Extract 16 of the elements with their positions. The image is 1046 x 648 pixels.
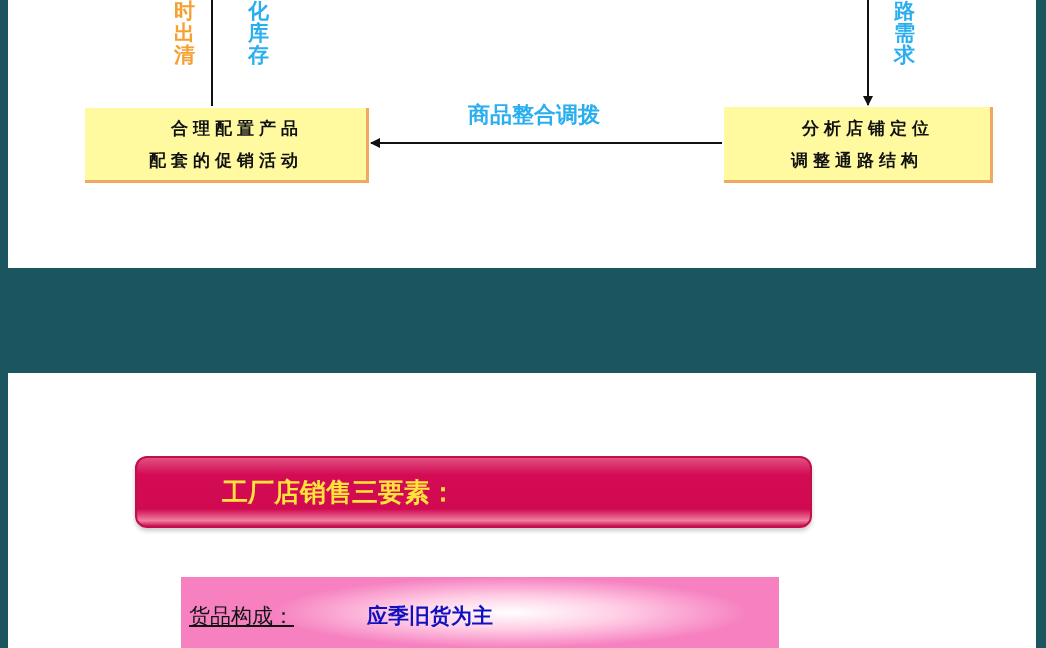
process-box xyxy=(85,108,369,183)
vertical-label: 时出清 xyxy=(174,0,196,66)
item-label: 货品构成： xyxy=(189,603,294,630)
arrow xyxy=(370,138,723,148)
heading-banner xyxy=(135,456,812,528)
connector-line xyxy=(211,0,213,107)
vertical-label: 化库存 xyxy=(248,0,270,66)
box-text: 合理配置产品配套的促销活动 xyxy=(148,117,303,172)
heading-text: 工厂店销售三要素： xyxy=(222,476,456,509)
edge-label: 商品整合调拨 xyxy=(468,101,600,129)
content-panel xyxy=(181,577,779,648)
edge-label: 路需求 xyxy=(894,0,916,66)
box-text: 分析店铺定位调整通路结构 xyxy=(789,116,934,172)
arrow xyxy=(863,0,873,106)
process-box xyxy=(724,107,993,183)
item-value: 应季旧货为主 xyxy=(367,603,493,630)
